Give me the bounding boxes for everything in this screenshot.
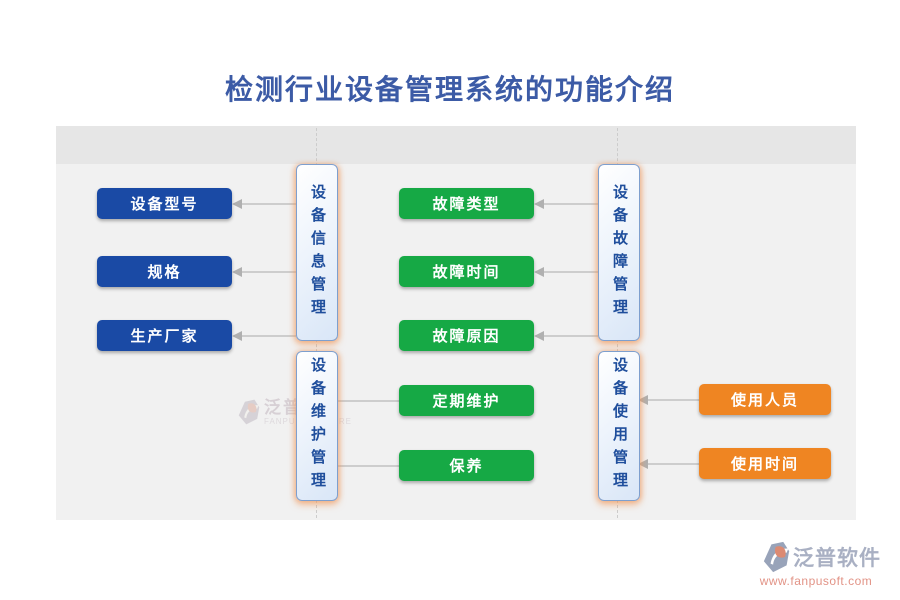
connector-line — [242, 203, 296, 205]
group-panel-device-usage: 设备使用管理 — [598, 351, 640, 501]
connector-line — [648, 399, 699, 401]
item-box-user: 使用人员 — [699, 384, 831, 415]
arrow-left-icon — [534, 331, 544, 341]
group-panel-device-fault: 设备故障管理 — [598, 164, 640, 341]
connector-line — [336, 465, 399, 467]
connector-line — [544, 271, 598, 273]
page-title: 检测行业设备管理系统的功能介绍 — [224, 75, 675, 106]
group-panel-label: 设备故障管理 — [611, 183, 628, 322]
group-panel-label: 设备使用管理 — [611, 357, 628, 495]
item-box-device-model: 设备型号 — [97, 188, 232, 219]
item-box-upkeep: 保养 — [399, 450, 534, 481]
brand-logo: 泛普软件 www.fanpusoft.com — [751, 541, 881, 588]
arrow-left-icon — [232, 199, 242, 209]
item-box-spec: 规格 — [97, 256, 232, 287]
arrow-left-icon — [638, 459, 648, 469]
connector-line — [544, 203, 598, 205]
group-panel-label: 设备维护管理 — [309, 357, 326, 495]
item-box-fault-cause: 故障原因 — [399, 320, 534, 351]
item-box-periodic-maintenance: 定期维护 — [399, 385, 534, 416]
connector-line — [242, 271, 296, 273]
connector-line — [648, 463, 699, 465]
header-band — [56, 126, 856, 164]
arrow-left-icon — [534, 267, 544, 277]
group-panel-device-maintenance: 设备维护管理 — [296, 351, 338, 501]
brand-name: 泛普软件 — [793, 547, 881, 570]
arrow-left-icon — [232, 331, 242, 341]
connector-line — [242, 335, 296, 337]
connector-line — [336, 400, 399, 402]
group-panel-label: 设备信息管理 — [309, 183, 326, 322]
connector-line — [544, 335, 598, 337]
item-box-manufacturer: 生产厂家 — [97, 320, 232, 351]
item-box-fault-type: 故障类型 — [399, 188, 534, 219]
item-box-fault-time: 故障时间 — [399, 256, 534, 287]
fanpu-logo-icon — [763, 541, 790, 573]
group-panel-device-info: 设备信息管理 — [296, 164, 338, 341]
arrow-left-icon — [638, 395, 648, 405]
arrow-left-icon — [534, 199, 544, 209]
brand-url: www.fanpusoft.com — [759, 574, 873, 588]
arrow-left-icon — [232, 267, 242, 277]
item-box-usage-time: 使用时间 — [699, 448, 831, 479]
